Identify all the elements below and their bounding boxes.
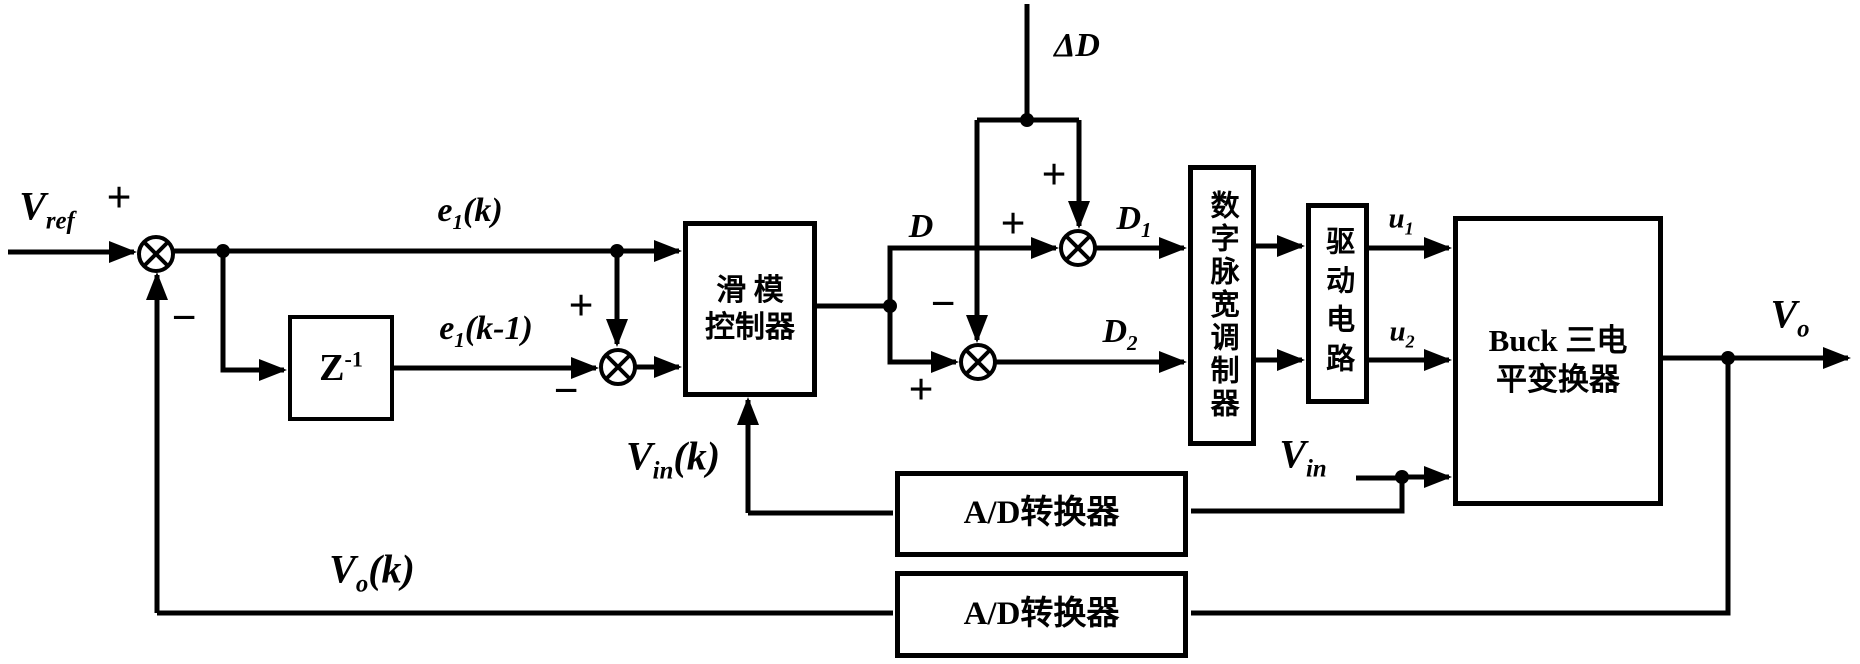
drive-circuit-label: 驱动电路 [1321,225,1354,382]
branch-dot-vo [1721,351,1735,365]
branch-dot-delta-d [1020,113,1034,127]
block-digital-pwm: 数字脉宽调制器 [1188,165,1256,446]
summing-junction-4 [959,343,997,381]
summing-junction-3 [1059,229,1097,267]
sign-sum2-plus: + [568,281,594,330]
label-vo: Vo [1770,291,1810,343]
label-d: D [908,208,934,245]
label-delta-d: ΔD [1054,27,1100,64]
branch-dot-smc-out [883,299,897,313]
block-buck-converter: Buck 三电 平变换器 [1453,216,1663,506]
sign-sum4-plus: + [908,365,934,414]
label-vin-k: Vin(k) [625,433,721,485]
summing-junction-1 [137,235,175,273]
label-u2: u2 [1389,315,1415,352]
wire-branch-to-z [220,251,287,381]
label-d1: D1 [1116,200,1152,242]
branch-dot-e1k-z [216,244,230,258]
branch-dot-e1k-sum2 [610,244,624,258]
label-e1k-prev: e1(k-1) [439,310,533,352]
label-d2: D2 [1102,313,1138,355]
wire-d-lower [887,306,959,373]
wire-d-line [887,237,1059,306]
label-vin: Vin [1279,431,1327,483]
sign-sum1-plus: + [106,173,132,222]
label-vo-k: Vo(k) [329,546,415,598]
block-adc-vo: A/D转换器 [895,571,1188,658]
wire-vink-feedback [748,400,893,516]
block-adc-vin: A/D转换器 [895,471,1188,557]
wire-vo-feedback-left [157,275,893,616]
block-drive-circuit: 驱动电路 [1306,203,1369,404]
sign-sum3-plus-d: + [1000,199,1026,248]
sign-sum1-minus: − [171,293,197,342]
wire-vin-tap [1191,477,1405,514]
buck-converter-label: Buck 三电 平变换器 [1488,323,1628,397]
adc-vin-label: A/D转换器 [963,495,1120,532]
sign-sum4-minus: − [930,279,956,328]
wire-vo-feedback-right [1191,358,1731,616]
digital-pwm-label: 数字脉宽调制器 [1206,190,1239,421]
label-u1: u1 [1388,202,1414,239]
label-e1k: e1(k) [437,192,503,234]
block-z-inverse: Z-1 [288,315,394,421]
sign-sum2-minus: − [553,366,579,415]
label-vref: Vref [19,183,75,235]
sliding-mode-controller-label: 滑 模 控制器 [705,273,795,345]
summing-junction-2 [599,348,637,386]
wire-vin [1356,477,1449,478]
branch-dot-vin [1395,470,1409,484]
z-inverse-label: Z-1 [319,346,363,389]
sign-sum3-plus-delta: + [1041,150,1067,199]
block-sliding-mode-controller: 滑 模 控制器 [683,221,817,397]
adc-vo-label: A/D转换器 [963,595,1120,632]
